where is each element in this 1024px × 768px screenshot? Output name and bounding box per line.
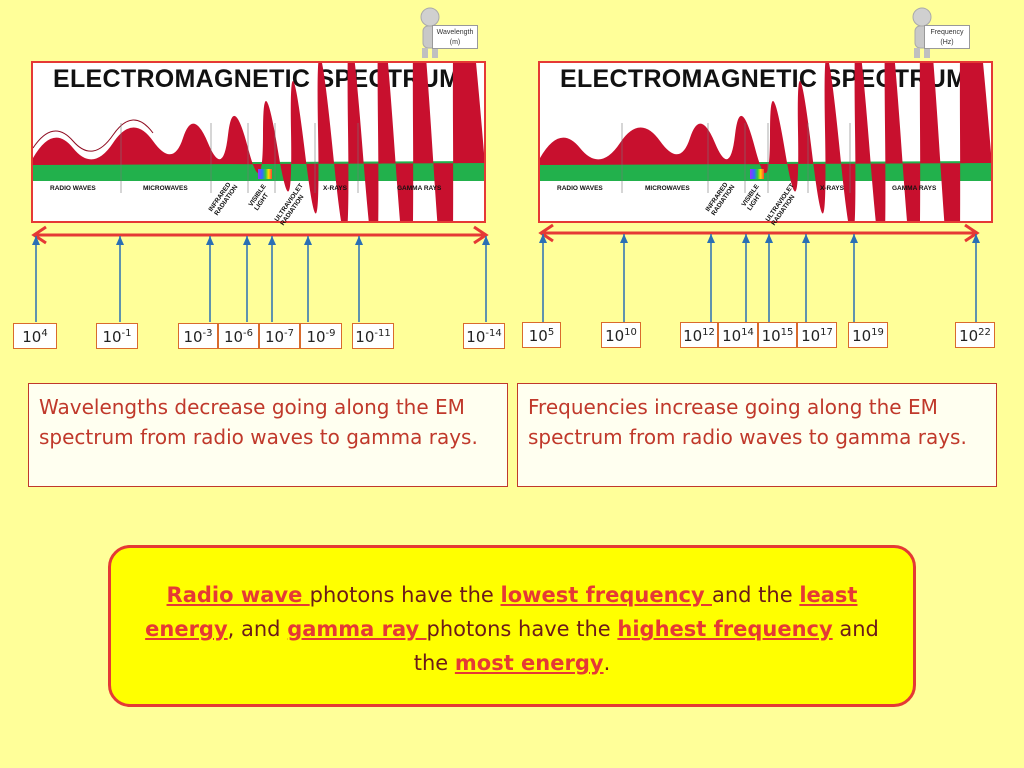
band-gamma: GAMMA RAYS [892,185,937,192]
summary-text: . [603,651,611,675]
tick-frequency: 1022 [955,322,995,348]
scale-arrows [31,223,980,322]
highlight-least-energy: least energy [145,583,858,641]
tick-frequency: 1017 [797,322,837,348]
highlight-highest-frequency: highest frequency [617,617,833,641]
tick-frequency: 1014 [718,322,758,348]
tick-wavelength: 10-9 [300,323,342,349]
tick-wavelength: 10-1 [96,323,138,349]
sign-wavelength: Wavelength(m) [432,25,478,49]
summary-box: Radio wave photons have the lowest frequ… [108,545,916,707]
band-radio: RADIO WAVES [50,185,96,192]
wave-graphic [33,63,484,221]
band-microwaves: MICROWAVES [645,185,690,192]
tick-frequency: 1019 [848,322,888,348]
double-arrow-left [31,225,489,245]
tick-frequency: 1015 [758,322,797,348]
band-xrays: X-RAYS [323,185,347,192]
panel-title: ELECTROMAGNETIC SPECTRUM [53,65,461,93]
tick-wavelength: 10-3 [178,323,218,349]
tick-wavelength: 10-6 [218,323,259,349]
double-arrow-right [538,223,980,243]
tick-frequency: 1010 [601,322,641,348]
tick-frequency: 105 [522,322,561,348]
highlight-lowest-frequency: lowest frequency [500,583,712,607]
sign-frequency: Frequency(Hz) [924,25,970,49]
highlight-gamma-ray: gamma ray [287,617,427,641]
figure-with-sign-frequency: Frequency(Hz) [904,5,974,61]
spectrum-image-frequency: ELECTROMAGNETIC SPECTRUM RADIO WAVES MIC… [538,61,993,227]
band-xrays: X-RAYS [820,185,844,192]
note-frequency: Frequencies increase going along the EM … [517,383,997,487]
tick-frequency: 1012 [680,322,718,348]
spectrum-image-wavelength: ELECTROMAGNETIC SPECTRUM RADIO WAVES MIC… [31,61,486,227]
tick-wavelength: 10-14 [463,323,505,349]
highlight-radio-wave: Radio wave [166,583,310,607]
note-wavelength: Wavelengths decrease going along the EM … [28,383,508,487]
tick-wavelength: 104 [13,323,57,349]
summary-text: and the [413,617,879,675]
band-radio: RADIO WAVES [557,185,603,192]
figure-with-sign-wavelength: Wavelength(m) [412,5,482,61]
tick-wavelength: 10-11 [352,323,394,349]
tick-wavelength: 10-7 [259,323,300,349]
wave-graphic [540,63,991,221]
band-microwaves: MICROWAVES [143,185,188,192]
summary-text: , and [227,617,288,641]
summary-text: photons have the [426,617,618,641]
summary-text: photons have the [309,583,501,607]
band-gamma: GAMMA RAYS [397,185,442,192]
highlight-most-energy: most energy [454,651,604,675]
panel-title: ELECTROMAGNETIC SPECTRUM [560,65,968,93]
summary-text: and the [711,583,800,607]
